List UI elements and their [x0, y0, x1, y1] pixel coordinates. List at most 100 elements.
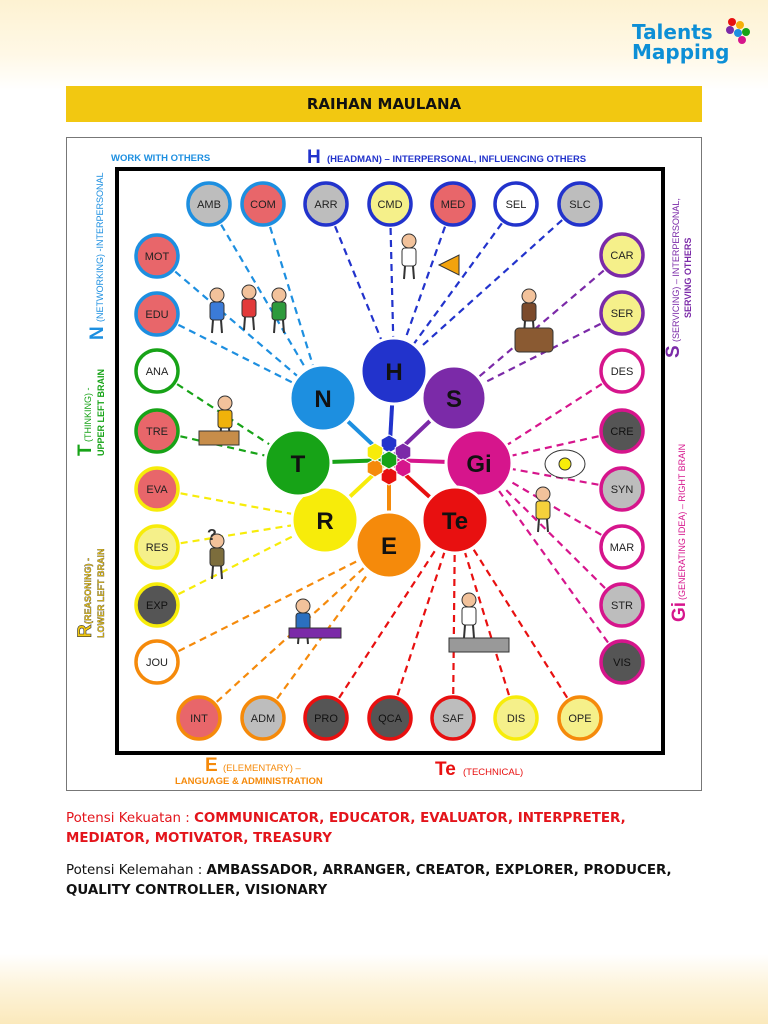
role-label-str: STR [611, 600, 633, 612]
illustration-thinker-body [217, 409, 233, 429]
label-r-letter: R [75, 624, 96, 638]
role-label-amb: AMB [197, 199, 221, 211]
connector-line-res [156, 518, 326, 549]
main-node-label-gi: Gi [466, 451, 491, 478]
role-label-int: INT [190, 713, 208, 725]
workbench-icon [448, 637, 510, 653]
role-circle-saf [430, 695, 476, 741]
illustration-person-b-leg [243, 316, 246, 331]
label-s-desc2: SERVING OTHERS [683, 238, 693, 318]
role-circle-vis [599, 639, 645, 685]
label-r-desc1: (REASONING) - [83, 558, 93, 624]
illustration-technician-leg [463, 624, 466, 639]
main-node-label-h: H [385, 359, 402, 386]
illustration-detective-leg [211, 565, 214, 580]
role-circle-com [240, 181, 286, 227]
main-node-s [420, 364, 488, 432]
illustration-headman-body [401, 247, 417, 267]
name-banner: RAIHAN MAULANA [66, 86, 702, 122]
label-r-desc2: LOWER LEFT BRAIN [96, 549, 106, 639]
role-label-eva: EVA [146, 484, 168, 496]
core-hexagon-center [380, 450, 398, 470]
label-te-desc: (TECHNICAL) [463, 767, 523, 778]
role-circle-amb [186, 181, 232, 227]
connector-line-vis [478, 462, 623, 663]
bottom-banner-background [0, 954, 768, 1024]
label-gi-desc: (GENERATING IDEA) – RIGHT BRAIN [677, 444, 687, 600]
role-circle-mot [134, 233, 180, 279]
label-r-group: R(REASONING) -LOWER LEFT BRAIN [75, 548, 106, 639]
illustration-detective-leg [220, 565, 223, 580]
label-gi-letter: Gi [669, 602, 690, 622]
role-circle-med [430, 181, 476, 227]
illustration-person-b-body [241, 298, 257, 318]
illustration-person-b-head [241, 284, 257, 300]
label-t-group: T(THINKING) -UPPER LEFT BRAIN [75, 369, 106, 456]
role-circle-tre [134, 408, 180, 454]
label-e-desc2: LANGUAGE & ADMINISTRATION [175, 776, 323, 787]
role-circle-mar [599, 524, 645, 570]
role-label-cre: CRE [610, 426, 633, 438]
role-label-adm: ADM [251, 713, 275, 725]
weaknesses-note: Potensi Kelemahan : AMBASSADOR, ARRANGER… [66, 861, 706, 901]
illustration-clerk-head [295, 598, 311, 614]
connector-line-cmd [388, 203, 396, 372]
connector-line-jou [156, 544, 390, 663]
illustration-technician-head [461, 592, 477, 608]
main-node-e [354, 510, 424, 580]
role-label-dis: DIS [507, 713, 525, 725]
connector-line-pro [325, 519, 456, 719]
strengths-note: Potensi Kekuatan : COMMUNICATOR, EDUCATO… [66, 809, 706, 849]
connector-line-dis [453, 519, 518, 719]
label-te-letter: Te [435, 759, 456, 780]
connector-line-eva [156, 487, 326, 522]
core-hexagon [366, 458, 384, 478]
label-s-desc1: (SERVICING) – INTERPERSONAL, [671, 198, 681, 342]
role-label-sel: SEL [506, 199, 527, 211]
connector-line-str [478, 462, 623, 606]
role-label-pro: PRO [314, 713, 338, 725]
connector-line-mot [156, 255, 324, 399]
main-node-label-te: Te [442, 508, 468, 535]
illustration-idea-person-leg [546, 518, 549, 533]
connector-line-qca [388, 519, 457, 719]
illustration-thinker-head [217, 395, 233, 411]
role-circle-slc [557, 181, 603, 227]
role-label-ope: OPE [568, 713, 591, 725]
connector-line-saf [451, 519, 457, 719]
illustration-technician-leg [472, 624, 475, 639]
role-circle-exp [134, 582, 180, 628]
role-label-res: RES [146, 542, 169, 554]
label-s-group: S(SERVICING) – INTERPERSONAL,SERVING OTH… [663, 198, 693, 358]
illustration-person-a-leg [211, 319, 214, 334]
strengths-value: COMMUNICATOR, EDUCATOR, EVALUATOR, INTER… [66, 811, 626, 846]
role-circle-des [599, 348, 645, 394]
role-circle-adm [240, 695, 286, 741]
core-hexagon [366, 442, 384, 462]
role-circle-car [599, 232, 645, 278]
role-label-ana: ANA [146, 366, 169, 378]
label-t-letter: T [75, 444, 96, 456]
connector-line-amb [208, 203, 324, 399]
label-n-letter: N [87, 326, 108, 340]
illustration-headman-leg [403, 265, 406, 280]
label-e-desc1: (ELEMENTARY) – [223, 763, 301, 774]
question-mark-icon: ? [207, 527, 217, 544]
talents-mapping-logo: Talents Mapping [628, 12, 752, 70]
label-gi-group: Gi (GENERATING IDEA) – RIGHT BRAIN [669, 444, 690, 622]
top-banner-background [0, 0, 768, 90]
illustration-headman-leg [412, 265, 415, 280]
role-circle-qca [367, 695, 413, 741]
strengths-label: Potensi Kekuatan : [66, 811, 195, 826]
illustration-idea-person-body [535, 500, 551, 520]
role-circle-cmd [367, 181, 413, 227]
role-circle-edu [134, 291, 180, 337]
role-circle-pro [303, 695, 349, 741]
role-label-com: COM [250, 199, 276, 211]
role-label-jou: JOU [146, 657, 168, 669]
role-circle-str [599, 582, 645, 628]
main-node-te [420, 485, 490, 555]
illustration-person-a-leg [220, 319, 223, 334]
illustration-detective-body [209, 547, 225, 567]
